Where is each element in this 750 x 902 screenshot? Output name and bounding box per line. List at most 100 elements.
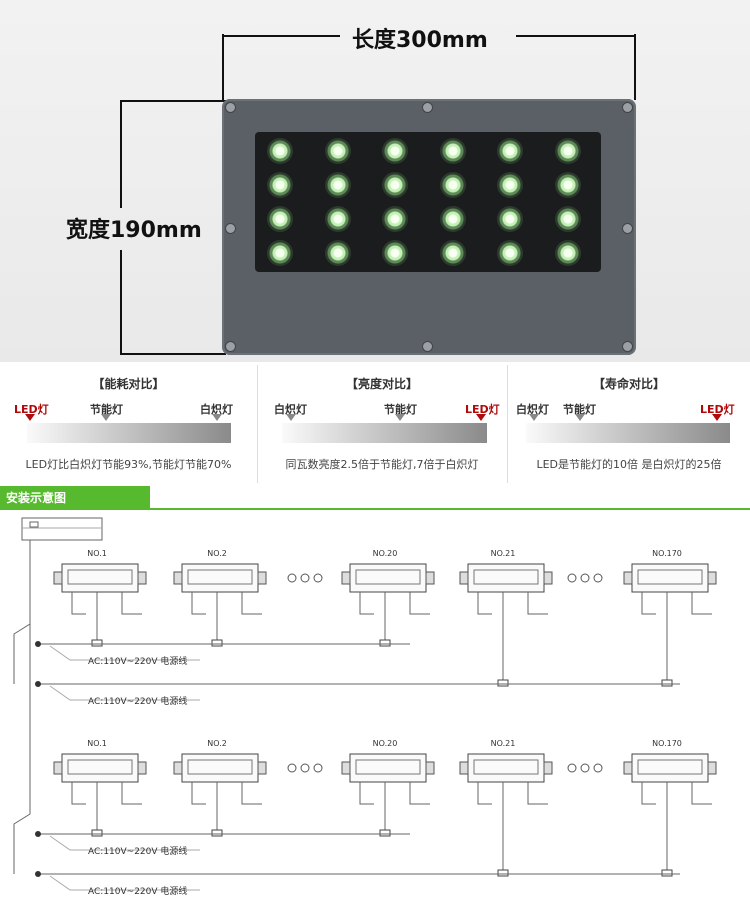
fixture-label: NO.170 xyxy=(652,739,682,748)
led-chip xyxy=(439,240,466,266)
comparison-energy: 【能耗对比】 LED灯 节能灯 白炽灯 LED灯比白炽灯节能93%,节能灯节能7… xyxy=(0,365,257,483)
led-panel xyxy=(255,132,601,272)
fixture-body xyxy=(181,753,259,783)
label-cfl: 节能灯 xyxy=(384,403,417,416)
continuation-dot xyxy=(300,573,310,583)
width-dim-top-tick xyxy=(120,100,226,102)
led-chip xyxy=(324,138,351,164)
power-label: AC:110V~220V 电源线 xyxy=(88,885,187,897)
comparison-title: 【寿命对比】 xyxy=(592,377,665,391)
comparison-brightness: 【亮度对比】 白炽灯 节能灯 LED灯 同瓦数亮度2.5倍于节能灯,7倍于白炽灯 xyxy=(258,365,506,483)
fixture-lens xyxy=(355,569,421,585)
label-cfl: 节能灯 xyxy=(563,403,596,416)
tee-connector xyxy=(211,639,223,647)
fixture-bracket xyxy=(425,761,435,775)
signal-cable xyxy=(13,540,31,684)
screw xyxy=(422,341,433,352)
screw xyxy=(622,223,633,234)
led-chip xyxy=(382,138,408,164)
comparison-lifespan: 【寿命对比】 白炽灯 节能灯 LED灯 LED是节能灯的10倍 是白炽灯的25倍 xyxy=(508,365,750,483)
fixture-body xyxy=(631,753,709,783)
screw xyxy=(225,341,236,352)
fixture-cable xyxy=(477,782,492,805)
label-cfl: 节能灯 xyxy=(90,403,123,416)
comparison-desc: LED是节能灯的10倍 是白炽灯的25倍 xyxy=(536,458,722,471)
width-dim-bottom-tick xyxy=(120,353,226,355)
fixture-bracket xyxy=(459,761,469,775)
callout-line xyxy=(49,835,200,851)
fixture-bracket xyxy=(459,571,469,585)
fixture-lens xyxy=(67,569,133,585)
power-label: AC:110V~220V 电源线 xyxy=(88,845,187,857)
marker-arrow-icon xyxy=(575,414,585,421)
fixture-body xyxy=(349,753,427,783)
fixture-label: NO.1 xyxy=(87,739,107,748)
fixture-bracket xyxy=(707,761,717,775)
fixture-cable xyxy=(409,592,430,615)
fixture-cable xyxy=(191,592,206,615)
fixture-lens xyxy=(637,759,703,775)
fixture-cable xyxy=(121,782,142,805)
divider xyxy=(507,365,508,483)
fixture-label: NO.2 xyxy=(207,549,227,558)
screw xyxy=(622,341,633,352)
length-dim-line-left xyxy=(222,35,340,37)
continuation-dot xyxy=(580,573,590,583)
tee-connector xyxy=(497,869,509,877)
tee-connector xyxy=(661,679,673,687)
section-rule xyxy=(150,508,750,510)
width-dim-line-bottom xyxy=(120,250,122,354)
length-dim-line-right xyxy=(516,35,636,37)
gradient-bar xyxy=(526,423,730,443)
length-dim-left-tick xyxy=(222,34,224,100)
fixture-label: NO.20 xyxy=(373,739,398,748)
led-chip xyxy=(497,172,523,198)
screw xyxy=(225,102,236,113)
callout-line xyxy=(49,875,200,891)
fixture-bracket xyxy=(53,761,63,775)
fixture-bracket xyxy=(341,761,351,775)
led-chip xyxy=(382,206,408,232)
fixture-bracket xyxy=(137,761,147,775)
led-chip xyxy=(497,206,523,232)
continuation-dot xyxy=(567,763,577,773)
fixture-lens xyxy=(355,759,421,775)
floodlight-housing xyxy=(222,99,636,355)
fixture-cable xyxy=(359,592,374,615)
power-label: AC:110V~220V 电源线 xyxy=(88,655,187,667)
led-chip xyxy=(439,138,466,164)
fixture-cable xyxy=(241,782,262,805)
screw xyxy=(225,223,236,234)
tee-connector xyxy=(497,679,509,687)
divider xyxy=(257,365,258,483)
fixture-bracket xyxy=(173,761,183,775)
fixture-cable xyxy=(121,592,142,615)
fixture-lens xyxy=(187,759,253,775)
fixture-cable xyxy=(527,592,548,615)
led-chip xyxy=(267,138,293,164)
signal-cable xyxy=(13,540,31,874)
led-chip xyxy=(554,206,581,232)
fixture-bracket xyxy=(53,571,63,585)
continuation-dot xyxy=(567,573,577,583)
plug-icon xyxy=(35,871,41,877)
label-led: LED灯 xyxy=(700,403,735,416)
fixture-cable xyxy=(527,782,548,805)
fixture-lens xyxy=(473,569,539,585)
fixture-lens xyxy=(473,759,539,775)
fixture-bracket xyxy=(543,571,553,585)
fixture-bracket xyxy=(623,571,633,585)
fixture-bracket xyxy=(137,571,147,585)
fixture-cable xyxy=(71,782,86,805)
fixture-cable xyxy=(359,782,374,805)
fixture-body xyxy=(61,563,139,593)
continuation-dot xyxy=(300,763,310,773)
fixture-cable xyxy=(409,782,430,805)
marker-arrow-icon xyxy=(476,414,486,421)
marker-arrow-icon xyxy=(25,414,35,421)
plug-icon xyxy=(35,681,41,687)
plug-icon xyxy=(35,831,41,837)
callout-line xyxy=(49,685,200,701)
led-chip xyxy=(324,172,351,198)
